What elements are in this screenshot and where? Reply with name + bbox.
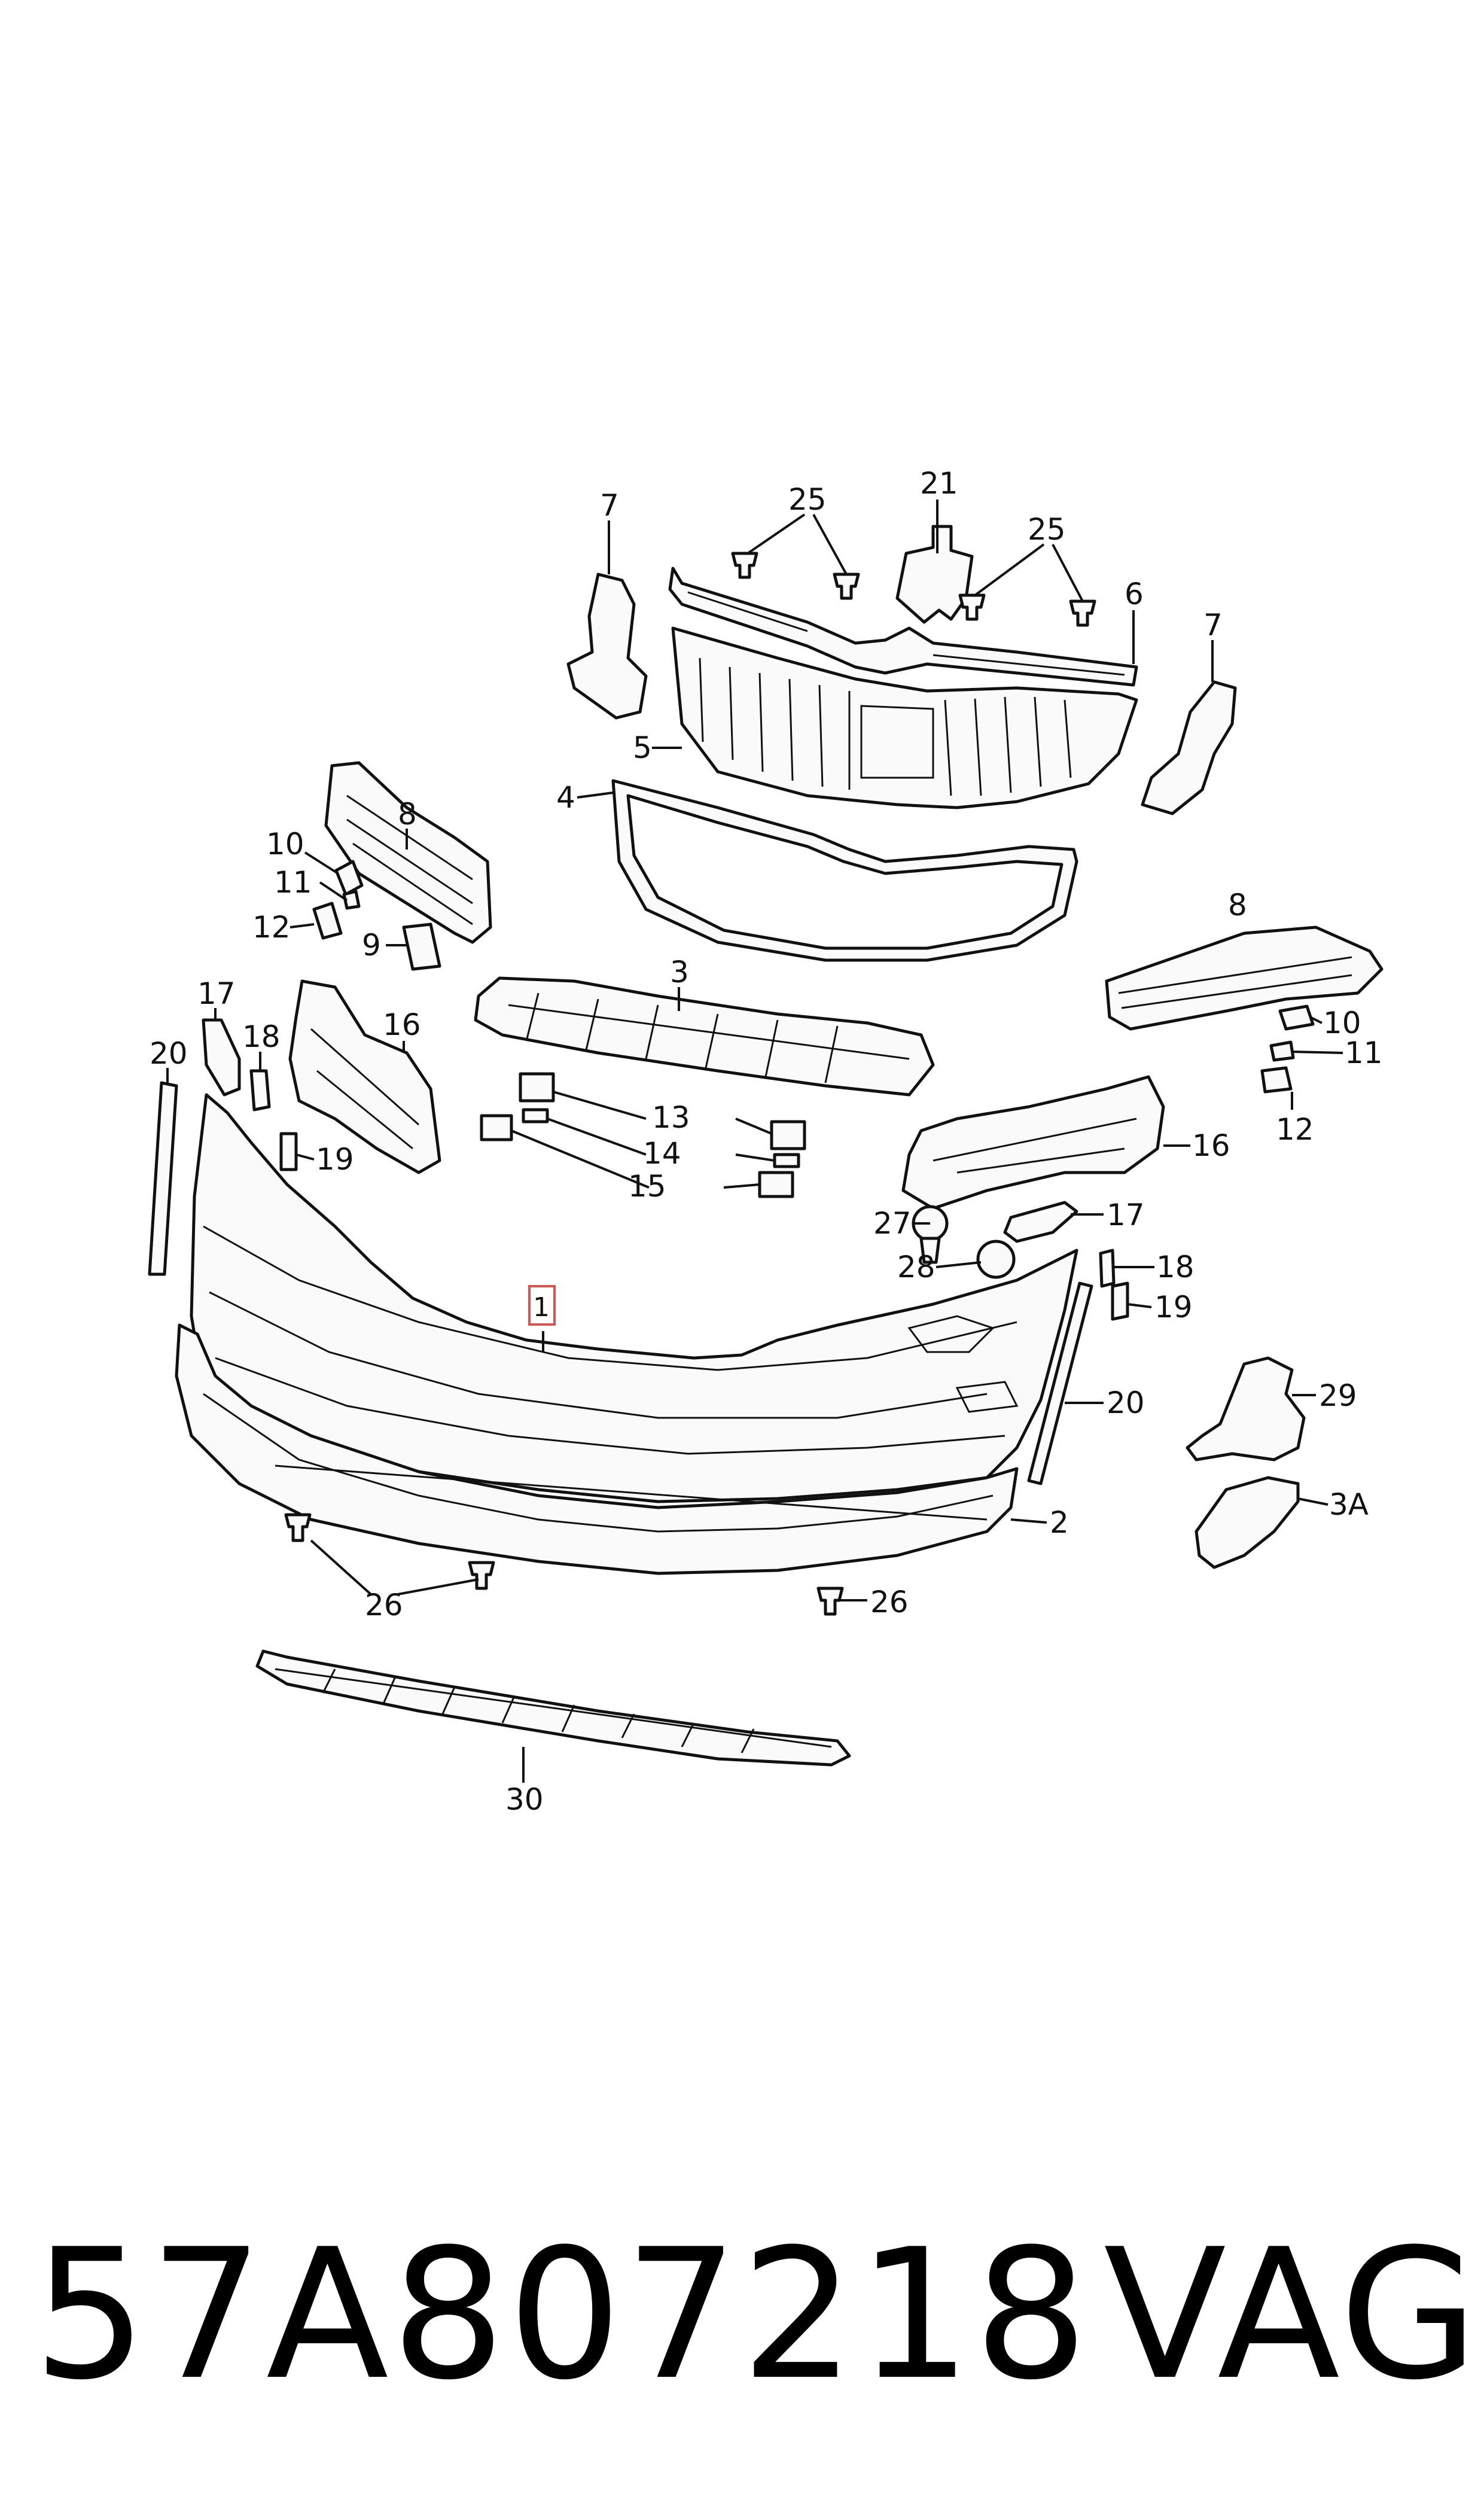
brand-text: VAG xyxy=(1104,2211,1481,2419)
callout-30: 30 xyxy=(505,1782,544,1817)
callout-17-right: 17 xyxy=(1107,1198,1145,1232)
callout-3: 3 xyxy=(670,955,689,989)
callout-18-right: 18 xyxy=(1156,1250,1194,1284)
screws-part-25 xyxy=(731,552,1096,627)
callout-25-left: 25 xyxy=(788,482,827,517)
callout-27: 27 xyxy=(873,1206,912,1241)
callout-16-left: 16 xyxy=(383,1007,421,1042)
callout-12-left: 12 xyxy=(252,910,291,945)
callout-5: 5 xyxy=(633,730,652,765)
bracket-left-part-17 xyxy=(202,1018,241,1097)
callout-18-left: 18 xyxy=(242,1019,281,1054)
callout-7-right: 7 xyxy=(1203,608,1223,643)
callout-28: 28 xyxy=(897,1250,936,1284)
callout-20-right: 20 xyxy=(1107,1386,1145,1420)
callout-3A: 3A xyxy=(1329,1487,1369,1522)
callout-26-left: 26 xyxy=(365,1588,403,1622)
clip-left-part-12 xyxy=(312,902,343,940)
cover-part-3A xyxy=(1194,1476,1300,1569)
callout-2: 2 xyxy=(1050,1505,1069,1540)
clip-left-part-10 xyxy=(334,860,364,896)
bracket-left-part-7 xyxy=(566,573,648,720)
callout-12-right: 12 xyxy=(1276,1112,1314,1147)
leader-lines xyxy=(166,500,1343,1783)
clip-right-part-18 xyxy=(1099,1249,1116,1288)
callout-21: 21 xyxy=(920,466,958,501)
callout-8-left: 8 xyxy=(398,797,417,832)
callout-19-right: 19 xyxy=(1154,1290,1193,1325)
callout-13: 13 xyxy=(652,1100,690,1135)
callout-8-right: 8 xyxy=(1228,888,1247,922)
callout-11-left: 11 xyxy=(274,865,312,900)
part-number-text: 57A807218 xyxy=(33,2211,1091,2419)
side-grille-right-part-8 xyxy=(1105,925,1384,1031)
callout-4: 4 xyxy=(556,780,575,815)
callout-20-left: 20 xyxy=(150,1036,188,1071)
lower-grille-part-3 xyxy=(474,976,935,1097)
callout-6: 6 xyxy=(1125,577,1144,611)
bracket-left-part-16 xyxy=(288,979,441,1174)
callout-10-left: 10 xyxy=(266,827,304,861)
grille-upper-frame-part-6 xyxy=(668,567,1138,687)
callout-1: 1 xyxy=(533,1292,550,1323)
callout-17-left: 17 xyxy=(197,976,236,1011)
callout-15: 15 xyxy=(628,1169,666,1204)
clips-part-14 xyxy=(522,1108,800,1168)
callout-26-right: 26 xyxy=(870,1585,909,1619)
callout-11-right: 11 xyxy=(1345,1036,1383,1070)
callout-16-right: 16 xyxy=(1192,1128,1230,1163)
trim-strip-left-part-20 xyxy=(148,1081,178,1276)
trim-strip-right-part-20 xyxy=(1027,1281,1093,1485)
bracket-part-21 xyxy=(895,525,974,624)
callout-19-left: 19 xyxy=(316,1142,354,1177)
side-grille-left-part-8 xyxy=(324,761,492,944)
clip-left-part-11 xyxy=(342,890,361,910)
callout-9: 9 xyxy=(362,928,381,963)
clips-part-15 xyxy=(480,1114,794,1198)
callout-25-right: 25 xyxy=(1028,512,1066,547)
lower-grille-part-30 xyxy=(255,1649,851,1767)
callout-labels: 7 25 21 25 6 7 5 4 8 10 11 12 9 8 3 10 1… xyxy=(150,466,1383,1817)
bracket-right-part-16 xyxy=(901,1075,1165,1210)
callout-14: 14 xyxy=(643,1136,681,1171)
callout-1-highlight-box xyxy=(528,1285,556,1326)
grille-main-part-5 xyxy=(671,626,1138,809)
grille-surround-part-4 xyxy=(611,779,1078,962)
clips-right-10-11-12 xyxy=(1260,1004,1315,1094)
bracket-part-29 xyxy=(1186,1356,1306,1462)
clip-left-part-19 xyxy=(279,1132,298,1171)
callout-10-right: 10 xyxy=(1323,1006,1361,1040)
bracket-right-part-17 xyxy=(1003,1201,1078,1243)
clips-part-13 xyxy=(519,1072,806,1150)
clip-part-9 xyxy=(402,922,441,971)
screws-part-26 xyxy=(284,1513,844,1616)
callout-7-left: 7 xyxy=(600,488,619,523)
callout-29: 29 xyxy=(1319,1378,1357,1413)
clip-right-part-19 xyxy=(1111,1281,1129,1321)
clip-left-part-18 xyxy=(249,1069,271,1112)
bracket-right-part-7 xyxy=(1141,680,1237,815)
